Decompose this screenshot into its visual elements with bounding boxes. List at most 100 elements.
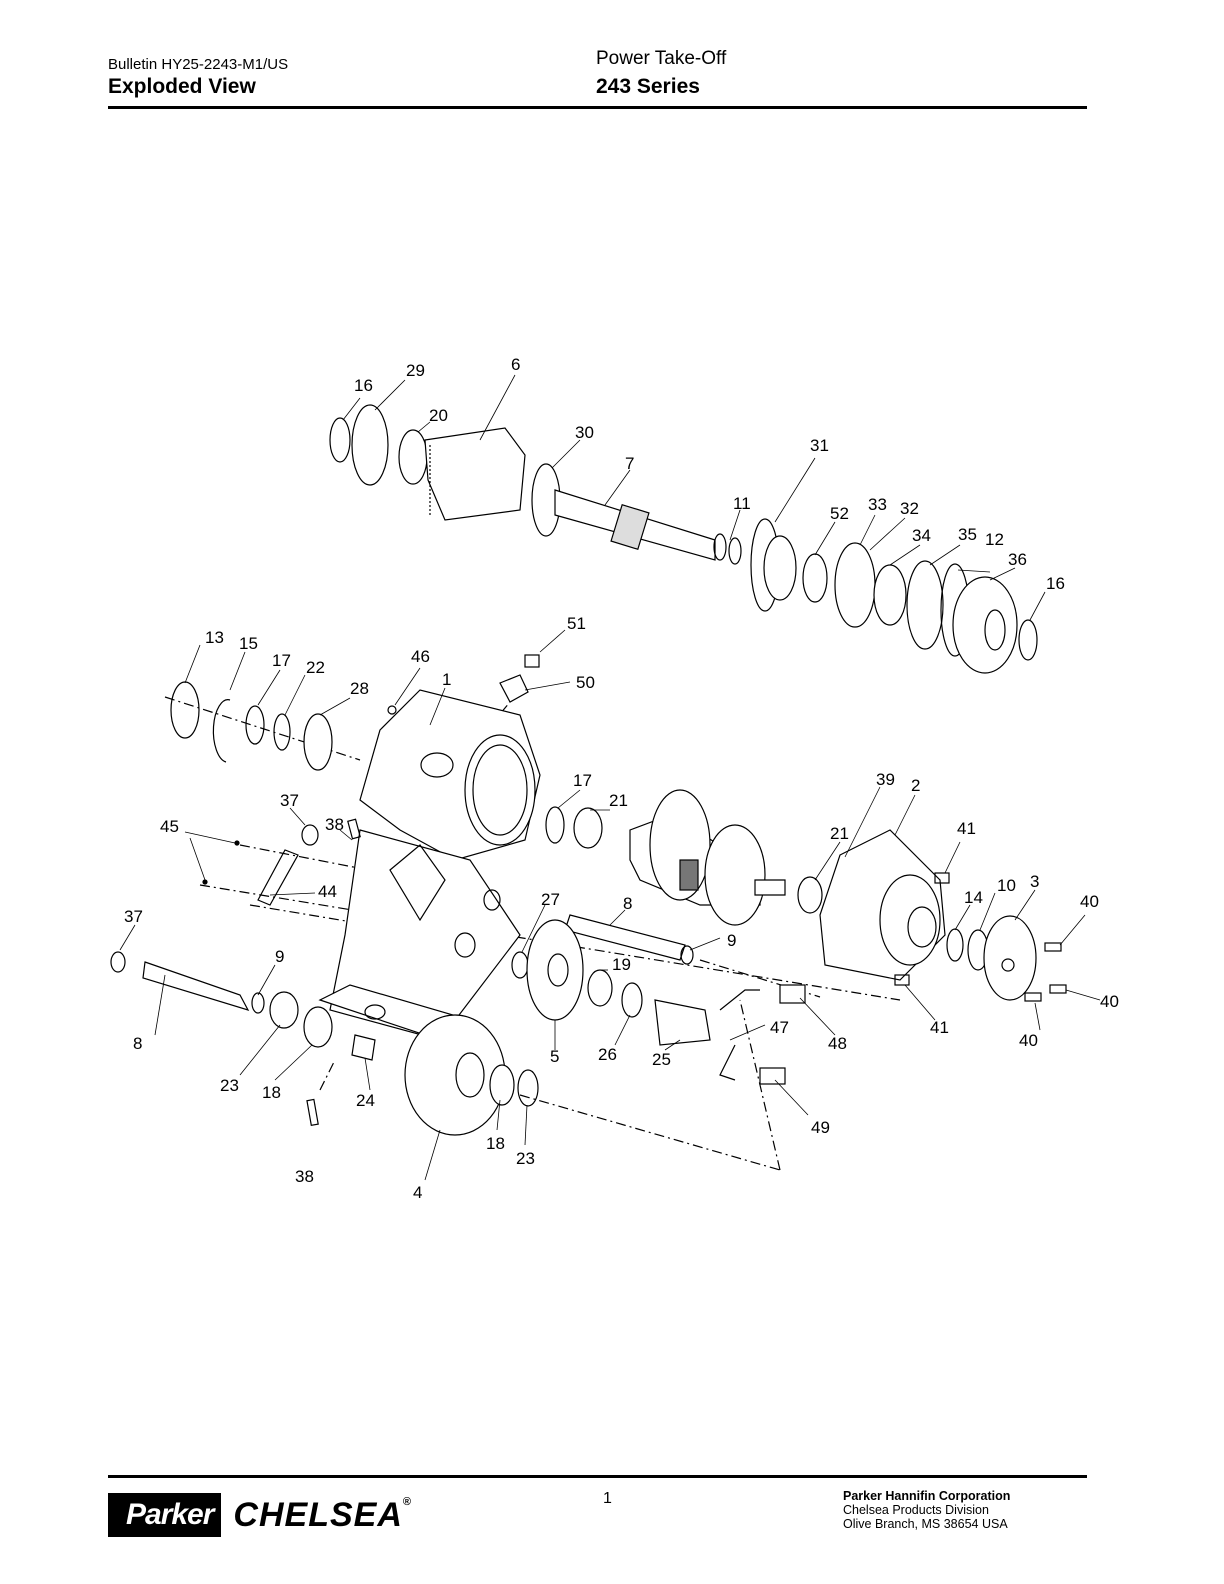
part-8-shaft-mid (564, 914, 686, 961)
part-35-piston (906, 560, 944, 650)
label: 20 (429, 406, 448, 425)
label: 23 (516, 1149, 535, 1168)
series-name: 243 Series (596, 75, 700, 98)
part-1-housing (318, 689, 541, 1041)
label: 34 (912, 526, 931, 545)
label: 11 (733, 494, 751, 513)
label: 30 (575, 423, 594, 442)
part-5-gear (526, 919, 584, 1021)
part-38-pin-lower (306, 1098, 319, 1127)
label: 38 (295, 1167, 314, 1186)
company-address: Parker Hannifin Corporation Chelsea Prod… (843, 1489, 1010, 1531)
label: 5 (550, 1047, 559, 1066)
top-shaft-assembly (329, 404, 1038, 674)
label: 6 (511, 355, 520, 374)
part-18-gear-right (489, 1064, 515, 1106)
part-38-pin (347, 818, 361, 840)
label: 13 (205, 628, 224, 647)
part-50-fitting (499, 674, 529, 703)
label: 33 (868, 495, 887, 514)
part-16-ring-right (1018, 619, 1038, 661)
part-9-ring-left (251, 992, 265, 1014)
label: 10 (997, 876, 1016, 895)
part-48-fitting (779, 984, 806, 1004)
part-37-plug (301, 824, 319, 846)
part-18-gear-left (303, 1006, 333, 1048)
label: 36 (1008, 550, 1027, 569)
part-23-washer-right (517, 1069, 539, 1107)
label: 41 (930, 1018, 949, 1037)
label: 29 (406, 361, 425, 380)
part-44-gasket (257, 849, 299, 906)
header-rule (108, 106, 1087, 109)
part-3-plate (983, 915, 1037, 1001)
part-13-seal (170, 681, 200, 739)
label: 8 (133, 1034, 142, 1053)
part-52-ring (802, 553, 828, 603)
label: 22 (306, 658, 325, 677)
label: 9 (275, 947, 284, 966)
label: 40 (1080, 892, 1099, 911)
part-17-ring (245, 705, 265, 745)
label: 17 (272, 651, 291, 670)
part-47-tube (719, 989, 760, 1081)
part-28-bearing (303, 713, 333, 771)
part-22-ring (273, 713, 291, 751)
division-name: Chelsea Products Division (843, 1503, 989, 1517)
part-9-ring-mid (680, 945, 694, 965)
part-16-ring (329, 417, 351, 463)
label: 37 (124, 907, 143, 926)
label: 12 (985, 530, 1004, 549)
label: 19 (612, 955, 631, 974)
part-45-plugs (202, 879, 208, 885)
label: 4 (413, 1183, 422, 1202)
label: 51 (567, 614, 586, 633)
label: 48 (828, 1034, 847, 1053)
clutch-gear-assembly (545, 789, 823, 926)
label: 24 (356, 1091, 375, 1110)
label: 50 (576, 673, 595, 692)
parker-chelsea-logo: Parker CHELSEA® (108, 1492, 412, 1538)
left-bearing-stack (170, 681, 333, 771)
label: 35 (958, 525, 977, 544)
product-name: Power Take-Off (596, 48, 727, 69)
part-4-gear (404, 1014, 506, 1136)
label: 15 (239, 634, 258, 653)
label: 41 (957, 819, 976, 838)
company-location: Olive Branch, MS 38654 USA (843, 1517, 1008, 1531)
lower-assembly (110, 818, 806, 1136)
label: 38 (325, 815, 344, 834)
label: 3 (1030, 872, 1039, 891)
label: 16 (354, 376, 373, 395)
label: 39 (876, 770, 895, 789)
label: 18 (262, 1083, 281, 1102)
label: 9 (727, 931, 736, 950)
chelsea-logo: CHELSEA® (233, 1496, 412, 1535)
part-27-ring (511, 951, 529, 979)
part-21-bearing-right (797, 876, 823, 914)
registered-mark: ® (402, 1495, 412, 1508)
label: 7 (625, 454, 634, 473)
part-29-washer (351, 404, 389, 486)
label: 1 (442, 670, 451, 689)
part-17-ring-mid (545, 806, 565, 844)
label: 49 (811, 1118, 830, 1137)
part-20-bearing (398, 429, 428, 485)
part-41-bolt (934, 872, 950, 884)
part-37-plug-left (110, 951, 126, 973)
label: 23 (220, 1076, 239, 1095)
chelsea-wordmark: CHELSEA (233, 1495, 403, 1534)
label: 44 (318, 882, 337, 901)
parker-logo: Parker (108, 1493, 222, 1537)
part-21-bearing (573, 807, 603, 849)
part-24-pin (351, 1034, 376, 1061)
label: 52 (830, 504, 849, 523)
label: 46 (411, 647, 430, 666)
part-34-spring (873, 564, 907, 626)
label: 40 (1100, 992, 1119, 1011)
label: 27 (541, 890, 560, 909)
label: 18 (486, 1134, 505, 1153)
label: 28 (350, 679, 369, 698)
part-11-rings (728, 537, 742, 565)
part-49-fitting (759, 1067, 786, 1085)
